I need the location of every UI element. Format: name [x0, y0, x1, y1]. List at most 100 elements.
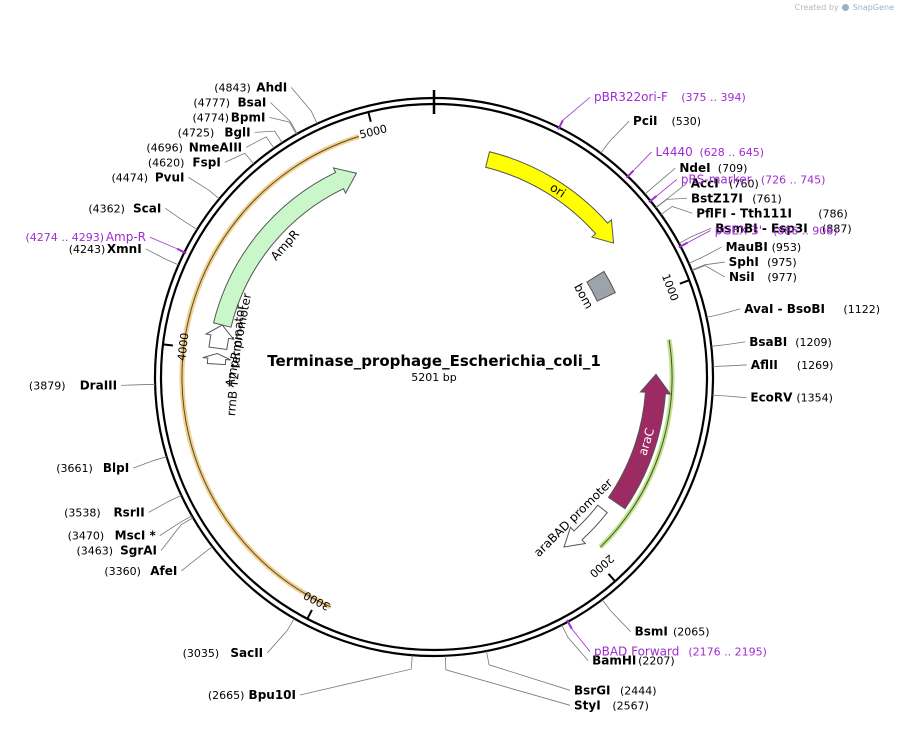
- site-label-sacii[interactable]: SacII(3035): [183, 646, 264, 660]
- site-label-bsrgi[interactable]: BsrGI(2444): [574, 683, 657, 697]
- site-label-afei[interactable]: AfeI(3360): [104, 564, 177, 578]
- site-label-bgli[interactable]: BglI(4725): [178, 125, 251, 139]
- credit-brand: SnapGene: [852, 3, 894, 12]
- site-leader-ecorv: [712, 394, 747, 399]
- site-label-pflfi-tth111i[interactable]: PflFI - Tth111I(786): [696, 206, 848, 220]
- tick-mark-3000: [306, 609, 313, 620]
- primer-leader-pbr322ori-f: [562, 96, 591, 121]
- site-leader-nsii: [691, 265, 726, 278]
- site-position: (4243): [69, 243, 106, 256]
- site-label-avai-bsobi[interactable]: AvaI - BsoBI(1122): [744, 302, 880, 316]
- primer-name: pGEX 3': [715, 223, 762, 237]
- site-leader-bsabi: [711, 341, 746, 347]
- site-label-acci[interactable]: AccI(760): [691, 176, 759, 190]
- site-leader-sgrai: [160, 517, 194, 551]
- feature-bom[interactable]: [586, 270, 617, 302]
- primer-leader-l4440: [633, 151, 652, 171]
- credit-prefix: Created by: [794, 3, 839, 12]
- site-position: (3463): [76, 545, 113, 558]
- feature-rrnb-t2-terminator[interactable]: [202, 353, 231, 366]
- site-leader-blpi: [133, 456, 167, 469]
- site-leader-pcii: [600, 120, 630, 154]
- site-label-xmni[interactable]: XmnI(4243): [69, 242, 142, 256]
- site-leader-fspi: [224, 152, 255, 165]
- site-label-nsii[interactable]: NsiI(977): [729, 270, 797, 284]
- primer-position: (628 .. 645): [700, 146, 765, 159]
- site-leader-maubi: [688, 246, 722, 264]
- site-label-ahdi[interactable]: AhdI(4843): [214, 80, 287, 94]
- site-leader-ndei: [644, 167, 676, 195]
- site-leader-pvui: [188, 177, 220, 200]
- site-label-ecorv[interactable]: EcoRV(1354): [750, 391, 833, 405]
- site-leader-pflfi-tth111i: [660, 206, 693, 215]
- site-name: SgrAI: [120, 544, 157, 558]
- primer-layer: pBR322ori-F(375 .. 394) L4440(628 .. 645)…: [25, 90, 837, 658]
- plasmid-name: Terminase_prophage_Escherichia_coli_1: [267, 352, 601, 370]
- site-label-sgrai[interactable]: SgrAI (3463): [76, 544, 157, 558]
- site-leader-nmeaiii: [245, 136, 275, 149]
- site-leader-scai: [165, 207, 198, 230]
- site-label-bsmbi-esp3i[interactable]: BsmBI - Esp3I(887): [715, 221, 851, 235]
- primer-label-l4440[interactable]: L4440(628 .. 645): [656, 145, 765, 159]
- tick-mark-1000: [679, 279, 690, 285]
- site-position: (2065): [673, 626, 710, 639]
- site-label-rsrii[interactable]: RsrII(3538): [64, 505, 145, 519]
- site-leader-bstz17i: [655, 197, 688, 209]
- site-label-sphi[interactable]: SphI(975): [729, 255, 797, 269]
- site-name: BsaBI: [749, 335, 787, 349]
- site-label-bpu10i[interactable]: Bpu10I(2665): [208, 688, 296, 702]
- site-label-bamhi[interactable]: BamHI(2207): [592, 654, 675, 668]
- site-leader-bsmi: [601, 599, 631, 632]
- snapgene-credit: Created by SnapGene: [795, 3, 894, 12]
- site-leader-bsrgi: [486, 650, 571, 691]
- site-label-maubi[interactable]: MauBI(953): [726, 240, 802, 254]
- feature-ampr-promoter[interactable]: [204, 324, 235, 351]
- site-label-ndei[interactable]: NdeI(709): [679, 161, 747, 175]
- primer-label-pbr322ori-f[interactable]: pBR322ori-F(375 .. 394): [594, 90, 746, 104]
- site-name: StyI: [574, 698, 601, 712]
- primer-leader-pgex-3: [687, 230, 711, 244]
- site-label-bsai[interactable]: BsaI(4777): [193, 95, 266, 109]
- site-label-pcii[interactable]: PciI(530): [633, 114, 701, 128]
- site-label-msci[interactable]: MscI *(3470): [68, 529, 157, 543]
- feature-ampr[interactable]: [212, 167, 358, 328]
- site-label-draiii[interactable]: DraIII(3879): [29, 378, 117, 392]
- site-name: Bpu10I: [249, 688, 296, 702]
- site-name: BamHI: [592, 654, 636, 668]
- site-name: BlpI: [103, 461, 129, 475]
- site-label-pvui[interactable]: PvuI(4474): [112, 170, 185, 184]
- site-label-bstz17i[interactable]: BstZ17I(761): [691, 191, 782, 205]
- site-name: BsrGI: [574, 683, 611, 697]
- site-position: (2207): [638, 655, 675, 668]
- site-leader-bpu10i: [299, 655, 413, 696]
- site-label-fspi[interactable]: FspI(4620): [148, 155, 221, 169]
- primer-mark-l4440: [625, 169, 635, 179]
- feature-arac[interactable]: [607, 373, 672, 510]
- primer-position: (886 .. 908): [773, 224, 838, 237]
- site-leader-sacii: [266, 618, 295, 654]
- feature-ori[interactable]: [485, 151, 615, 244]
- tick-label-3000: 3000: [301, 588, 332, 613]
- site-label-bpmi[interactable]: BpmI(4774): [192, 110, 265, 124]
- site-label-bsmi[interactable]: BsmI(2065): [635, 625, 710, 639]
- feature-arabad-promoter[interactable]: [563, 504, 608, 548]
- site-name: AfeI: [150, 564, 177, 578]
- site-label-styi[interactable]: StyI(2567): [574, 698, 649, 712]
- primer-label-pbad-forward[interactable]: pBAD Forward(2176 .. 2195): [594, 645, 767, 659]
- primer-label-amp-r[interactable]: Amp-R(4274 .. 4293): [25, 230, 146, 244]
- site-label-bsabi[interactable]: BsaBI(1209): [749, 335, 832, 349]
- site-label-scai[interactable]: ScaI(4362): [88, 201, 161, 215]
- site-name: FspI: [192, 155, 220, 169]
- primer-label-prs-marker[interactable]: pRS-marker(726 .. 745): [681, 172, 826, 186]
- site-label-blpi[interactable]: BlpI(3661): [56, 461, 129, 475]
- tick-label-5000: 5000: [358, 122, 388, 141]
- site-label-aflii[interactable]: AflII(1269): [751, 358, 834, 372]
- site-leader-bamhi: [561, 624, 589, 661]
- site-name: BpmI: [231, 110, 266, 124]
- snapgene-logo-icon: [842, 4, 850, 11]
- site-position: (953): [772, 241, 802, 254]
- primer-label-pgex-3[interactable]: pGEX 3' (886 .. 908): [715, 223, 838, 237]
- site-label-nmeaiii[interactable]: NmeAIII(4696): [146, 140, 242, 154]
- primer-mark-pbr322ori-f: [557, 120, 564, 130]
